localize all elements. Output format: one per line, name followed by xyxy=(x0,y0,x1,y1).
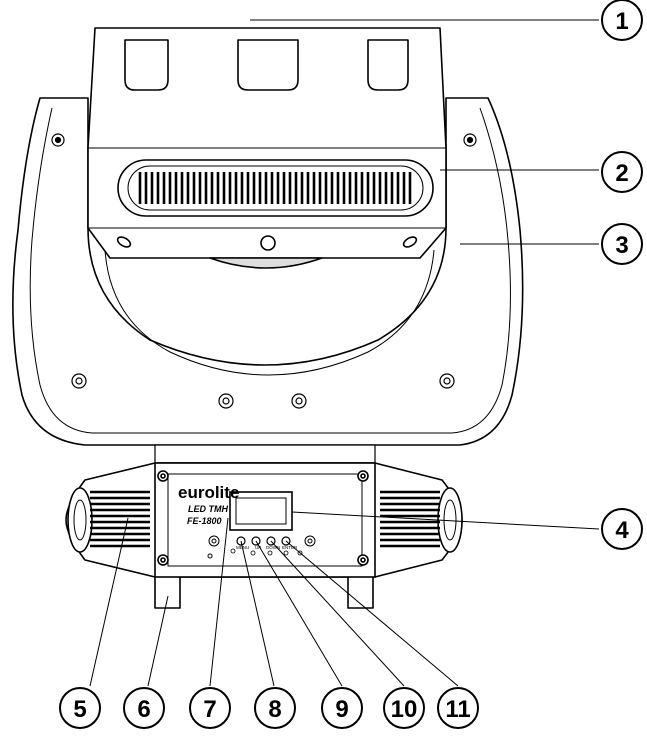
head-lens-edge xyxy=(209,257,323,269)
callout-7: 7 xyxy=(189,687,231,729)
leader-7 xyxy=(209,517,229,687)
svg-text:11: 11 xyxy=(445,696,470,723)
svg-text:6: 6 xyxy=(137,696,150,723)
head-handle-left xyxy=(124,39,169,91)
enter-button-label: ENTER xyxy=(282,545,298,550)
callout-10: 10 xyxy=(383,687,425,729)
svg-text:5: 5 xyxy=(73,696,86,723)
up-button-label: UP xyxy=(255,545,261,550)
yoke xyxy=(12,97,524,446)
yoke-inner-curve xyxy=(104,249,435,376)
svg-text:9: 9 xyxy=(335,696,348,723)
yoke-inner-edge xyxy=(29,107,511,434)
callout-8: 8 xyxy=(254,687,296,729)
model-label-1: LED TMH xyxy=(188,504,228,514)
down-button-label: DOWN xyxy=(266,545,280,550)
yoke-screws xyxy=(71,373,455,409)
callout-2: 2 xyxy=(601,151,643,193)
svg-text:7: 7 xyxy=(203,696,216,723)
panel-ports xyxy=(207,535,316,559)
leader-8 xyxy=(240,540,275,687)
leader-4 xyxy=(291,511,600,530)
svg-text:10: 10 xyxy=(391,696,418,723)
leader-10 xyxy=(270,540,405,687)
callout-4: 4 xyxy=(601,508,643,550)
yoke-pivots xyxy=(51,133,477,147)
leader-11 xyxy=(285,540,459,687)
svg-text:3: 3 xyxy=(615,232,628,259)
callout-3: 3 xyxy=(601,223,643,265)
foot-left xyxy=(154,577,181,609)
foot-right xyxy=(347,577,374,609)
model-label-2: FE-1800 xyxy=(187,516,222,526)
callout-11: 11 xyxy=(437,687,479,729)
leader-lines xyxy=(89,19,600,687)
head xyxy=(87,27,447,269)
lcd-display xyxy=(229,491,293,531)
leader-6 xyxy=(147,595,169,687)
svg-text:1: 1 xyxy=(615,8,628,35)
leader-9 xyxy=(255,540,343,687)
callout-5: 5 xyxy=(59,687,101,729)
ventilation-ribs xyxy=(90,490,440,548)
svg-text:2: 2 xyxy=(615,160,628,187)
head-handle-center xyxy=(237,39,299,91)
brand-label: eurolite xyxy=(178,483,239,502)
control-panel xyxy=(154,462,376,578)
yoke-outer xyxy=(12,97,524,446)
callout-9: 9 xyxy=(321,687,363,729)
leader-5 xyxy=(89,517,129,687)
svg-text:4: 4 xyxy=(615,517,629,544)
head-handle-right xyxy=(367,39,409,91)
base-neck xyxy=(154,444,376,464)
callout-6: 6 xyxy=(123,687,165,729)
led-array xyxy=(117,159,434,217)
callout-1: 1 xyxy=(601,0,643,41)
svg-text:8: 8 xyxy=(268,696,281,723)
